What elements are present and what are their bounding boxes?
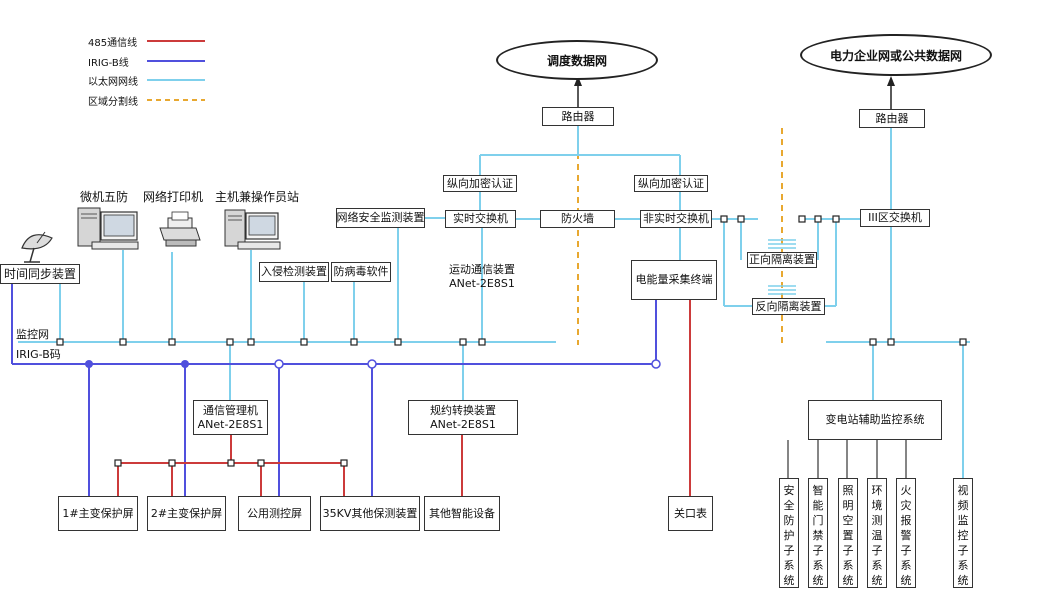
subsystem-video: 视频监控子系统 (953, 478, 973, 588)
legend-label-485: 485通信线 (88, 38, 138, 49)
satellite-dish-icon (21, 231, 53, 263)
computer-icon-host (224, 209, 281, 250)
forward-isolation-device: 正向隔离装置 (747, 252, 817, 268)
dispatch-network-node: 调度数据网 (496, 40, 658, 80)
irigb-bus-label: IRIG-B码 (16, 348, 61, 361)
irigb-lines (11, 284, 657, 496)
substation-aux-monitor: 变电站辅助监控系统 (808, 400, 942, 440)
comm-manager-name: 通信管理机 (203, 403, 258, 417)
arrow-head-dispatch (574, 76, 582, 86)
label-wufang: 微机五防 (80, 190, 129, 204)
ethernet-lines (18, 126, 970, 478)
isolation-symbols (768, 239, 796, 295)
printer-icon (159, 211, 201, 247)
subsystem-lighting: 照明空置子系统 (838, 478, 858, 588)
realtime-switch: 实时交换机 (445, 210, 516, 228)
subsystem-access-control: 智能门禁子系统 (808, 478, 828, 588)
label-host-operator: 主机兼操作员站 (215, 190, 300, 204)
comm-manager: 通信管理机 ANet-2E8S1 (193, 400, 268, 435)
public-control-panel: 公用测控屏 (238, 496, 311, 531)
subsystem-fire-alarm: 火灾报警子系统 (896, 478, 916, 588)
subsystem-temperature: 环境测温子系统 (867, 478, 887, 588)
motion-comm-device: 运动通信装置 ANet-2E8S1 (445, 259, 519, 295)
protocol-converter-model: ANet-2E8S1 (430, 417, 496, 431)
computer-icon-wufang (77, 207, 139, 250)
subsystem-lines (787, 440, 907, 478)
legend-label-zone: 区域分割线 (88, 97, 138, 108)
energy-collection-terminal: 电能量采集终端 (631, 260, 717, 300)
label-network-printer: 网络打印机 (143, 190, 204, 204)
antivirus-software: 防病毒软件 (331, 262, 391, 282)
comm-manager-model: ANet-2E8S1 (197, 417, 264, 431)
motion-comm-name: 运动通信装置 (449, 263, 515, 276)
intrusion-detection-device: 入侵检测装置 (259, 262, 329, 282)
reverse-isolation-device: 反向隔离装置 (752, 298, 825, 315)
zone3-switch: III区交换机 (860, 209, 930, 227)
other-smart-devices: 其他智能设备 (424, 496, 500, 531)
irigb-dots (85, 359, 661, 369)
legend-label-ethernet: 以太网网线 (88, 77, 138, 88)
node-squares (56, 215, 967, 467)
router-left: 路由器 (542, 107, 614, 126)
dispatch-network-label: 调度数据网 (546, 53, 607, 68)
panel-transformer-1: 1#主变保护屏 (58, 496, 138, 531)
nonrealtime-switch: 非实时交换机 (640, 210, 712, 228)
time-sync-device: 时间同步装置 (0, 264, 80, 284)
arrow-head-public (887, 76, 895, 86)
panel-transformer-2: 2#主变保护屏 (147, 496, 226, 531)
public-network-node: 电力企业网或公共数据网 (800, 34, 992, 76)
protocol-converter-name: 规约转换装置 (430, 403, 496, 417)
router-right: 路由器 (859, 109, 925, 128)
gateway-meter: 关口表 (668, 496, 713, 531)
rs485-lines (117, 300, 691, 496)
subsystem-security: 安全防护子系统 (779, 478, 799, 588)
network-security-monitor: 网络安全监测装置 (336, 208, 425, 228)
public-network-label: 电力企业网或公共数据网 (829, 48, 962, 63)
kv35-protection-panel: 35KV其他保测装置 (320, 496, 420, 531)
protocol-converter: 规约转换装置 ANet-2E8S1 (408, 400, 518, 435)
monitor-net-label: 监控网 (16, 328, 49, 341)
motion-comm-model: ANet-2E8S1 (449, 277, 515, 290)
firewall: 防火墙 (540, 210, 615, 228)
vertical-encryption-left: 纵向加密认证 (443, 175, 517, 192)
legend-label-irigb: IRIG-B线 (88, 58, 129, 69)
vertical-encryption-right: 纵向加密认证 (634, 175, 708, 192)
